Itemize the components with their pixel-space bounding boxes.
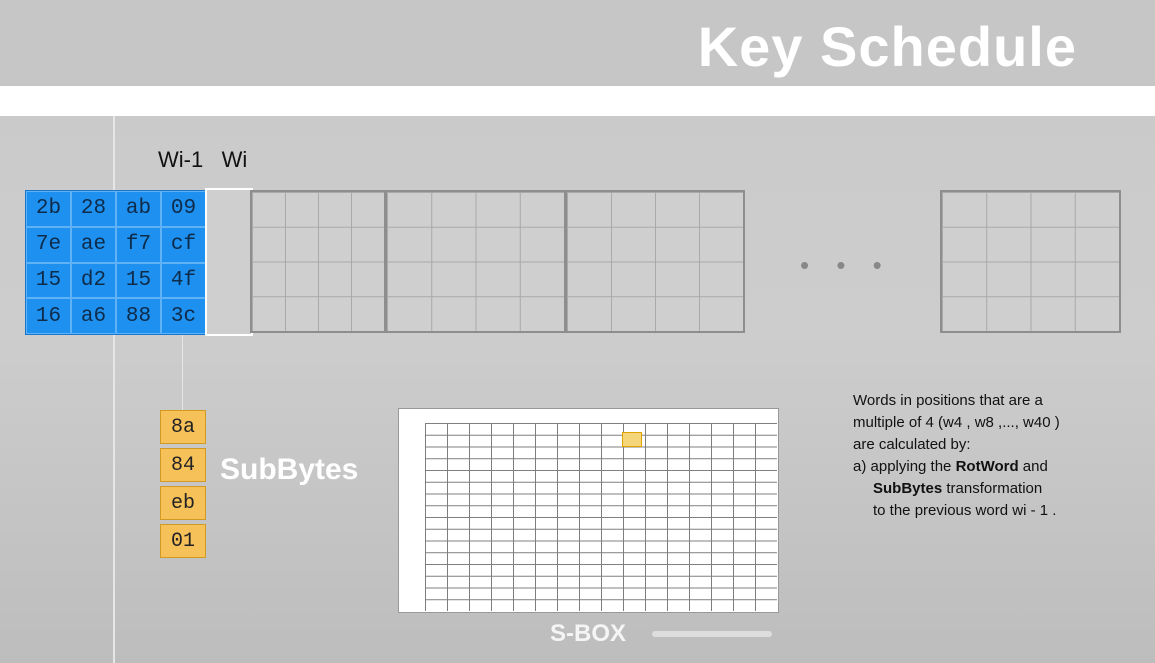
key-state-grid: 2b 28 ab 09 7e ae f7 cf 15 d2 15 4f 16 a… bbox=[25, 190, 207, 335]
header-divider bbox=[0, 86, 1155, 116]
desc-line: Words in positions that are a bbox=[853, 392, 1043, 409]
round-key-block-1 bbox=[250, 190, 386, 333]
round-key-block-3 bbox=[565, 190, 745, 333]
header-bar bbox=[0, 0, 1155, 86]
desc-bold: RotWord bbox=[955, 458, 1019, 475]
sub-cell: 84 bbox=[160, 448, 206, 482]
sbox-highlight-cell bbox=[622, 432, 642, 447]
key-cell: 3c bbox=[161, 298, 206, 334]
desc-text: a) applying the bbox=[853, 458, 956, 475]
connector-line bbox=[182, 334, 183, 412]
sub-cell: eb bbox=[160, 486, 206, 520]
vertical-guide-line bbox=[113, 116, 115, 663]
key-cell: 2b bbox=[26, 191, 71, 227]
key-cell: 15 bbox=[116, 262, 161, 299]
word-labels: Wi-1 Wi bbox=[158, 147, 247, 173]
subbytes-label: SubBytes bbox=[220, 453, 359, 486]
desc-line: are calculated by: bbox=[853, 436, 971, 453]
sbox-grid bbox=[425, 423, 777, 611]
sbox-underline bbox=[652, 631, 772, 637]
key-cell: 88 bbox=[116, 298, 161, 334]
key-cell: ab bbox=[116, 191, 161, 227]
key-cell: cf bbox=[161, 226, 206, 263]
sbox-table bbox=[398, 408, 779, 613]
page-title: Key Schedule bbox=[697, 15, 1077, 78]
desc-line-rotword: a) applying the RotWord and bbox=[853, 456, 1103, 478]
sub-cell: 01 bbox=[160, 524, 206, 558]
desc-line: to the previous word wi - 1 . bbox=[873, 502, 1057, 519]
sbox-label: S-BOX bbox=[550, 620, 627, 647]
desc-text: transformation bbox=[942, 480, 1043, 497]
key-cell: 4f bbox=[161, 262, 206, 299]
desc-line: multiple of 4 (w4 , w8 ,..., w40 ) bbox=[853, 414, 1060, 431]
label-w-prev: Wi-1 bbox=[158, 147, 204, 172]
desc-text: and bbox=[1018, 458, 1048, 475]
round-key-block-last bbox=[940, 190, 1121, 333]
key-cell: 15 bbox=[26, 262, 71, 299]
word-wi-column bbox=[205, 188, 253, 336]
key-cell: d2 bbox=[71, 262, 116, 299]
sub-cell: 8a bbox=[160, 410, 206, 444]
key-cell: ae bbox=[71, 226, 116, 263]
key-cell: 28 bbox=[71, 191, 116, 227]
label-w-i: Wi bbox=[221, 147, 248, 172]
ellipsis: • • • bbox=[800, 250, 892, 280]
desc-line-subbytes: SubBytes transformation bbox=[853, 478, 1103, 500]
description-text: Words in positions that are a multiple o… bbox=[853, 390, 1103, 522]
key-cell: f7 bbox=[116, 226, 161, 263]
round-key-block-2 bbox=[385, 190, 566, 333]
key-cell: 7e bbox=[26, 226, 71, 263]
key-cell: 09 bbox=[161, 191, 206, 227]
subbytes-column: 8a 84 eb 01 bbox=[160, 410, 206, 562]
key-cell: 16 bbox=[26, 298, 71, 334]
key-cell: a6 bbox=[71, 298, 116, 334]
desc-bold: SubBytes bbox=[873, 480, 943, 497]
